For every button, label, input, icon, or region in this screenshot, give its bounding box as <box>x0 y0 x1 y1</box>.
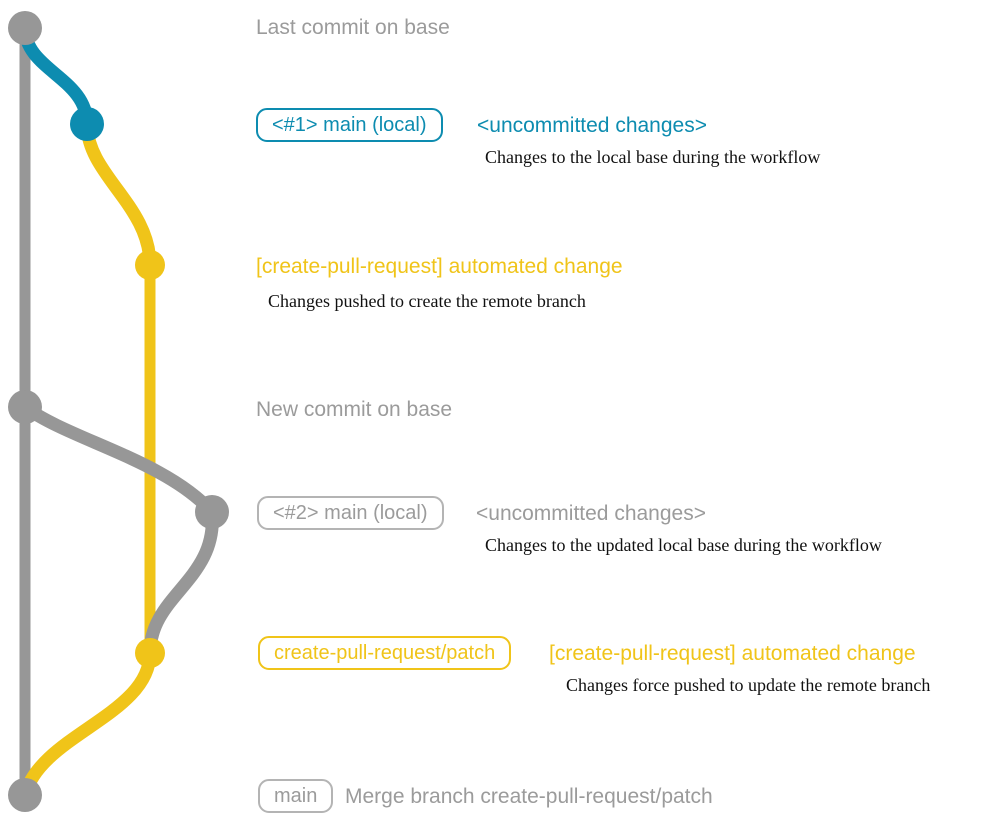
commit-dot-base-last[interactable] <box>8 11 42 45</box>
branch-badge-main-local-1[interactable]: <#1> main (local) <box>256 108 443 142</box>
branch-badge-main[interactable]: main <box>258 779 334 813</box>
edge-patch2-to-merge <box>18 646 157 802</box>
edge-basenew-to-local2 <box>18 400 219 519</box>
commit-dot-base-merge[interactable] <box>8 778 42 812</box>
commit-subject-uncommitted-changes-1: <uncommitted changes> <box>477 114 707 137</box>
commit-dot-local-2[interactable] <box>195 495 229 529</box>
edge-local1-to-patch1 <box>80 117 157 272</box>
commit-subject-uncommitted-changes-2: <uncommitted changes> <box>476 502 706 525</box>
edge-base-to-local1 <box>18 21 94 131</box>
commit-dot-base-new[interactable] <box>8 390 42 424</box>
commit-dot-local-1[interactable] <box>70 107 104 141</box>
commit-description-force-pushed-update-remote-branch: Changes force pushed to update the remot… <box>566 675 931 695</box>
commit-description-local-base-workflow: Changes to the local base during the wor… <box>485 147 821 167</box>
branch-badge-create-pull-request-patch[interactable]: create-pull-request/patch <box>258 636 512 670</box>
row-label-last-commit-on-base: Last commit on base <box>256 16 450 39</box>
branch-badge-main-local-2[interactable]: <#2> main (local) <box>257 496 444 530</box>
row-label-new-commit-on-base: New commit on base <box>256 398 453 421</box>
commit-subject-merge-branch: Merge branch create-pull-request/patch <box>345 785 713 808</box>
edge-local2-to-patch2 <box>143 505 219 660</box>
commit-subject-automated-change-1: [create-pull-request] automated change <box>256 255 623 278</box>
commit-dot-patch-1[interactable] <box>135 250 165 280</box>
commit-description-updated-local-base-workflow: Changes to the updated local base during… <box>485 535 882 555</box>
commit-subject-automated-change-2: [create-pull-request] automated change <box>549 642 916 665</box>
commit-dot-patch-2[interactable] <box>135 638 165 668</box>
commit-description-pushed-create-remote-branch: Changes pushed to create the remote bran… <box>268 291 586 311</box>
